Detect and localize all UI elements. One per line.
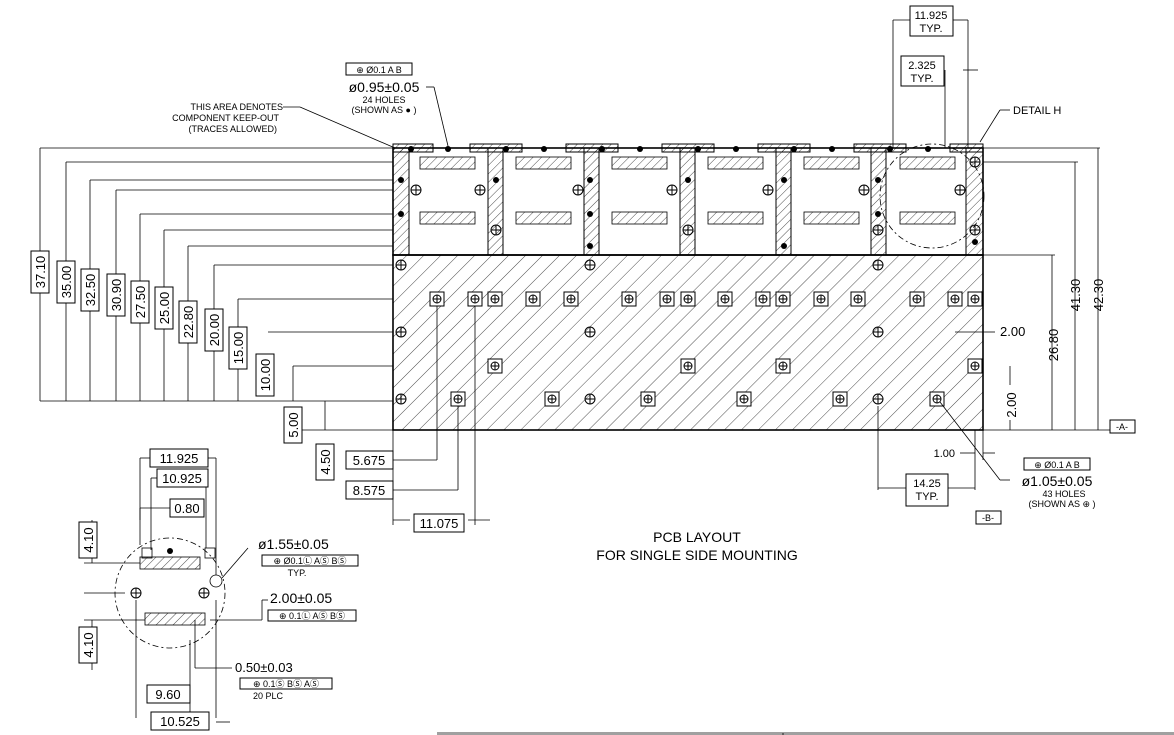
svg-text:2.325: 2.325 xyxy=(908,60,936,72)
svg-text:0.50±0.03: 0.50±0.03 xyxy=(235,660,293,675)
svg-text:(SHOWN AS ● ): (SHOWN AS ● ) xyxy=(352,105,417,115)
bottom-dimensions: 5.675 8.575 11.075 14.25 TYP. 1.00 xyxy=(345,306,995,533)
svg-text:41.30: 41.30 xyxy=(1068,279,1083,312)
svg-text:22.80: 22.80 xyxy=(181,306,196,339)
svg-text:27.50: 27.50 xyxy=(133,286,148,319)
large-holes-callout: ⊕ Ø0.1 A B ø1.05±0.05 43 HOLES (SHOWN AS… xyxy=(939,401,1096,525)
svg-text:⊕ Ø0.1 A B: ⊕ Ø0.1 A B xyxy=(1034,460,1080,470)
datum-b: -B- xyxy=(982,513,994,523)
drawing-subtitle: FOR SINGLE SIDE MOUNTING xyxy=(596,547,797,563)
svg-text:42.30: 42.30 xyxy=(1091,279,1106,312)
svg-text:14.25: 14.25 xyxy=(913,478,941,490)
svg-text:10.525: 10.525 xyxy=(160,714,200,729)
drawing-title: PCB LAYOUT xyxy=(653,529,741,545)
datum-a: -A- xyxy=(1116,422,1128,432)
svg-text:8.575: 8.575 xyxy=(353,483,386,498)
svg-text:11.925: 11.925 xyxy=(160,451,199,466)
top-dimensions: 11.925 TYP. 2.325 TYP. xyxy=(892,5,978,148)
svg-text:TYP.: TYP. xyxy=(915,491,938,503)
svg-text:2.00±0.05: 2.00±0.05 xyxy=(270,590,332,606)
svg-text:⊕ Ø0.1Ⓛ AⓈ BⓈ: ⊕ Ø0.1Ⓛ AⓈ BⓈ xyxy=(273,556,346,566)
svg-text:ø1.55±0.05: ø1.55±0.05 xyxy=(258,536,329,552)
svg-text:TYP.: TYP. xyxy=(288,568,307,578)
left-dimension-labels: 37.10 35.00 32.50 30.90 27.50 25.00 22.8… xyxy=(30,250,335,481)
detail-label: DETAIL H xyxy=(1013,105,1061,117)
svg-text:2.00: 2.00 xyxy=(1004,392,1019,417)
svg-text:35.00: 35.00 xyxy=(59,266,74,299)
svg-text:⊕ 0.1Ⓢ BⓈ AⓈ: ⊕ 0.1Ⓢ BⓈ AⓈ xyxy=(253,679,319,689)
svg-text:0.80: 0.80 xyxy=(174,501,199,516)
svg-text:4.10: 4.10 xyxy=(81,632,96,657)
svg-text:5.00: 5.00 xyxy=(286,412,301,437)
svg-text:10.00: 10.00 xyxy=(258,359,273,392)
svg-text:COMPONENT KEEP-OUT: COMPONENT KEEP-OUT xyxy=(172,113,279,123)
svg-text:15.00: 15.00 xyxy=(231,332,246,365)
svg-text:TYP.: TYP. xyxy=(910,73,933,85)
small-holes xyxy=(398,146,978,249)
svg-text:TYP.: TYP. xyxy=(919,23,942,35)
svg-text:⊕ 0.1Ⓛ AⓈ BⓈ: ⊕ 0.1Ⓛ AⓈ BⓈ xyxy=(279,611,345,621)
svg-text:11.075: 11.075 xyxy=(420,516,459,531)
svg-text:(TRACES ALLOWED): (TRACES ALLOWED) xyxy=(188,124,277,134)
svg-text:1.00: 1.00 xyxy=(934,448,955,460)
keepout-note: THIS AREA DENOTES xyxy=(190,102,283,112)
dim-37-10: 37.10 xyxy=(33,256,48,289)
svg-text:⊕ Ø0.1 A B: ⊕ Ø0.1 A B xyxy=(356,65,402,75)
svg-text:4.50: 4.50 xyxy=(318,449,333,474)
svg-text:30.90: 30.90 xyxy=(109,279,124,312)
detail-circle xyxy=(879,143,985,249)
svg-text:5.675: 5.675 xyxy=(353,453,386,468)
svg-text:26.80: 26.80 xyxy=(1046,329,1061,362)
right-dimensions: 26.80 41.30 42.30 2.00 2.00 -A- xyxy=(955,147,1136,434)
svg-text:9.60: 9.60 xyxy=(155,687,180,702)
svg-text:2.00: 2.00 xyxy=(1000,324,1025,339)
detail-h-view: 11.925 10.925 0.80 4.10 4.10 9.60 10.525… xyxy=(78,448,359,731)
svg-text:25.00: 25.00 xyxy=(157,292,172,325)
svg-text:ø1.05±0.05: ø1.05±0.05 xyxy=(1022,473,1093,489)
svg-text:10.925: 10.925 xyxy=(162,471,202,486)
small-holes-callout: ⊕ Ø0.1 A B ø0.95±0.05 24 HOLES (SHOWN AS… xyxy=(345,62,449,147)
svg-text:43 HOLES: 43 HOLES xyxy=(1042,489,1085,499)
svg-text:11.925: 11.925 xyxy=(915,10,948,22)
svg-text:20 PLC: 20 PLC xyxy=(253,691,284,701)
svg-text:(SHOWN AS ⊕ ): (SHOWN AS ⊕ ) xyxy=(1028,499,1095,509)
svg-text:4.10: 4.10 xyxy=(81,527,96,552)
keepout-area xyxy=(392,143,984,431)
svg-text:ø0.95±0.05: ø0.95±0.05 xyxy=(349,79,420,95)
svg-text:20.00: 20.00 xyxy=(207,314,222,347)
svg-text:32.50: 32.50 xyxy=(83,274,98,307)
svg-text:24 HOLES: 24 HOLES xyxy=(362,95,405,105)
